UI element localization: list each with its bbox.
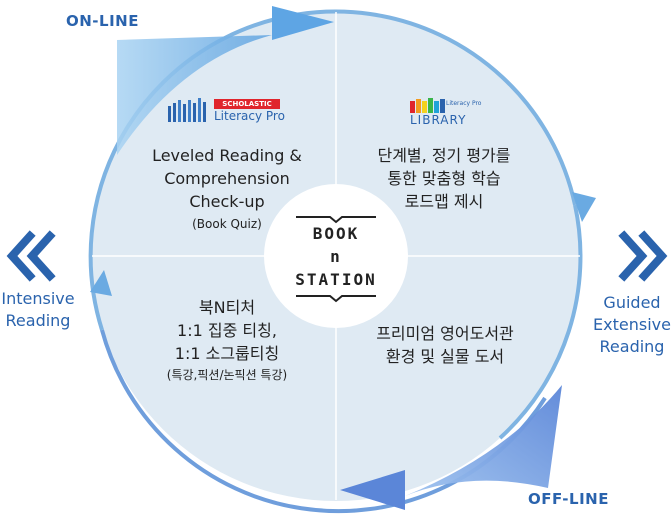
literacy-pro-bars-icon — [168, 98, 206, 122]
arrowhead-bottom — [340, 470, 405, 510]
arrowhead-left — [90, 270, 112, 296]
left-side-line2: Reading — [5, 311, 71, 330]
bottom-right-quadrant-text: 프리미엄 영어도서관 환경 및 실물 도서 — [350, 322, 540, 368]
literacy-pro-logo-text: Literacy Pro — [214, 109, 285, 123]
ring-arc-right — [498, 204, 583, 440]
right-side-line1: Guided — [603, 293, 661, 312]
center-circle — [264, 184, 408, 328]
bottom-right-line2: 환경 및 실물 도서 — [385, 347, 505, 366]
intensive-reading-label: Intensive Reading — [0, 288, 76, 332]
ring-arc-left — [88, 139, 122, 331]
top-right-line2: 통한 맞춤형 학습 — [387, 169, 501, 188]
center-line1: BOOK — [312, 224, 360, 243]
center-line2: n — [330, 247, 342, 266]
scholastic-badge — [214, 99, 280, 109]
bottom-left-line3: 1:1 소그룹티칭 — [174, 344, 280, 363]
book-icon-bottom — [296, 295, 376, 303]
book-icon — [296, 216, 376, 224]
book-n-station-logo: BOOK n STATION — [286, 222, 386, 291]
bottom-left-line1: 북N티처 — [198, 298, 256, 317]
left-side-line1: Intensive — [1, 289, 75, 308]
top-right-quadrant-text: 단계별, 정기 평가를 통한 맞춤형 학습 로드맵 제시 — [352, 144, 536, 213]
online-label: ON-LINE — [66, 12, 139, 30]
top-right-line1: 단계별, 정기 평가를 — [377, 146, 511, 165]
library-logo-text: LIBRARY — [410, 113, 467, 127]
top-left-quadrant-text: Leveled Reading & Comprehension Check-up — [134, 144, 320, 213]
right-side-line2: Extensive — [593, 315, 671, 334]
bottom-right-line1: 프리미엄 영어도서관 — [376, 324, 514, 343]
top-left-sub: (Book Quiz) — [192, 217, 262, 231]
top-left-line3: Check-up — [189, 192, 265, 211]
double-chevron-right-icon — [618, 230, 668, 282]
top-right-line3: 로드맵 제시 — [404, 192, 484, 211]
scholastic-badge-text: SCHOLASTIC — [222, 100, 272, 108]
top-left-line2: Comprehension — [164, 169, 290, 188]
top-left-line1: Leveled Reading & — [152, 146, 302, 165]
bottom-left-quadrant-text: 북N티처 1:1 집중 티칭, 1:1 소그룹티칭 — [134, 296, 320, 365]
right-side-line3: Reading — [599, 337, 665, 356]
arrowhead-right — [572, 192, 596, 222]
arrow-wedge-top-left — [117, 35, 272, 155]
arrow-wedge-bottom-right — [405, 385, 562, 496]
bottom-left-line2: 1:1 집중 티칭, — [177, 321, 277, 340]
library-logo-small: Literacy Pro — [446, 100, 482, 107]
guided-extensive-reading-label: Guided Extensive Reading — [592, 292, 672, 358]
bottom-left-sub: (특강,픽션/논픽션 특강) — [166, 368, 288, 382]
center-line3: STATION — [295, 270, 377, 289]
arrowhead-top — [272, 6, 334, 40]
offline-label: OFF-LINE — [528, 490, 609, 508]
rainbow-books-icon — [410, 98, 445, 113]
double-chevron-left-icon — [6, 230, 56, 282]
